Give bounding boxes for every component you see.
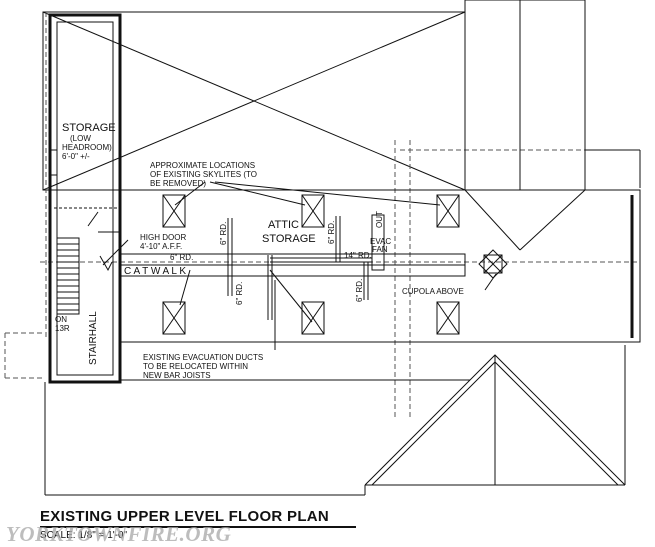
stairhall-label: STAIRHALL [88, 311, 99, 365]
watermark-text: YORKTOWNFIRE.ORG [6, 522, 232, 546]
cupola-label: CUPOLA ABOVE [402, 287, 464, 296]
title-underline [40, 526, 356, 528]
duct-14rd-label: 14" RD. [344, 251, 372, 260]
scale-label: SCALE: 1/8" = 1'-0" [40, 530, 128, 541]
duct-6rd-vertical-3: 6" RD. [235, 282, 244, 305]
storage-stairhall-walls [48, 13, 122, 384]
storage-low-label: (LOW [70, 134, 91, 143]
ducts-note-line2: TO BE RELOCATED WITHIN [143, 362, 248, 371]
dashed-lines [4, 12, 640, 420]
duct-6rd-vertical-2: 6" RD. [327, 221, 336, 244]
stair-treads [56, 237, 80, 315]
high-door-swing [87, 211, 120, 272]
ducts-note-line3: NEW BAR JOISTS [143, 371, 211, 380]
evac-fan-line2: FAN [372, 245, 388, 254]
storage-label: STORAGE [62, 122, 116, 134]
storage-height-label: 6'-0" +/- [62, 152, 90, 161]
plan-title: EXISTING UPPER LEVEL FLOOR PLAN [40, 508, 330, 525]
stair-13r-label: 13R [55, 324, 70, 333]
skylites-note-line3: BE REMOVED) [150, 179, 206, 188]
title-block: EXISTING UPPER LEVEL FLOOR PLAN SCALE: 1… [40, 508, 356, 541]
duct-6rd-vertical-1: 6" RD. [219, 222, 228, 245]
ducts-note-line1: EXISTING EVACUATION DUCTS [143, 353, 263, 362]
lower-roof-outline [44, 345, 626, 496]
leader-lines [102, 181, 497, 350]
high-door-label-line2: 4'-10" A.F.F. [140, 242, 182, 251]
duct-out-label: OUT [375, 211, 384, 228]
skylites-note-line1: APPROXIMATE LOCATIONS [150, 161, 255, 170]
attic-label-line2: STORAGE [262, 233, 316, 245]
skylites-note-line2: OF EXISTING SKYLITES (TO [150, 170, 257, 179]
catwalk-label: C A T W A L K [124, 266, 186, 277]
stair-on-label: ON [55, 315, 67, 324]
storage-headroom-label: HEADROOM) [62, 143, 112, 152]
skylite-boxes [162, 194, 460, 335]
evac-fan-line1: EVAC [370, 237, 391, 246]
high-door-label-line1: HIGH DOOR [140, 233, 186, 242]
duct-6rd-vertical-4: 6" RD. [355, 279, 364, 302]
duct-runs [227, 214, 385, 320]
cupola-column [464, 0, 641, 251]
attic-label-line1: ATTIC [268, 219, 299, 231]
cupola-symbol [478, 249, 508, 279]
duct-6rd-catwalk: 6" RD. [170, 253, 193, 262]
